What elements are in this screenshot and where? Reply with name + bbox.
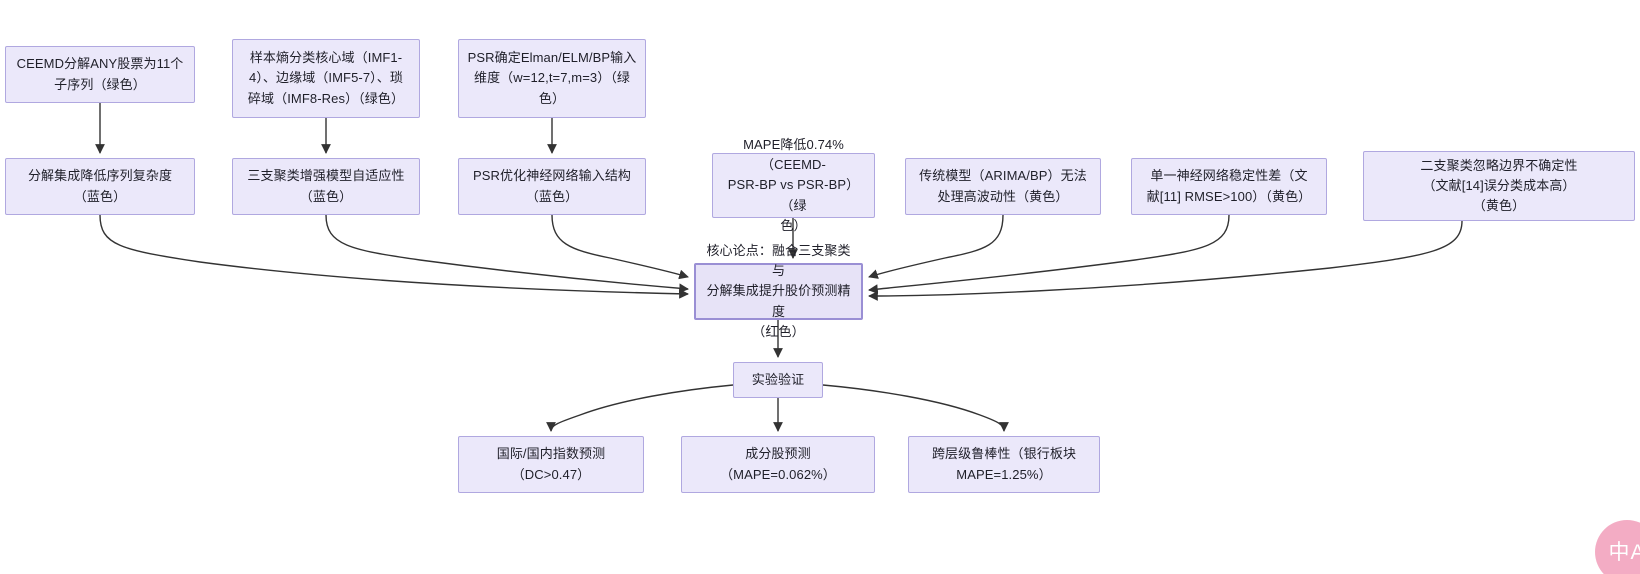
edge-twoway-to-core (868, 220, 1463, 301)
node-label: 二支聚类忽略边界不确定性 （文献[14]误分类成本高） （黄色） (1420, 157, 1578, 214)
node-gap-two-way-clustering[interactable]: 二支聚类忽略边界不确定性 （文献[14]误分类成本高） （黄色） (1363, 151, 1635, 221)
node-label: PSR优化神经网络输入结构 （蓝色） (472, 168, 632, 204)
node-label: 分解集成降低序列复杂度 （蓝色） (27, 168, 173, 204)
node-label: 单一神经网络稳定性差（文 献[11] RMSE>100）（黄色） (1146, 168, 1312, 204)
node-premise-ceemd[interactable]: CEEMD分解ANY股票为11个 子序列（绿色） (5, 46, 195, 103)
node-label: 样本熵分类核心域（IMF1- 4）、边缘域（IMF5-7）、琐 碎域（IMF8-… (247, 50, 405, 106)
node-gap-single-neural-network[interactable]: 单一神经网络稳定性差（文 献[11] RMSE>100）（黄色） (1131, 158, 1327, 215)
node-result-index-forecast[interactable]: 国际/国内指数预测 （DC>0.47） (458, 436, 644, 493)
node-label: 成分股预测 （MAPE=0.062%） (720, 446, 836, 482)
node-label: 核心论点：融合三支聚类与 分解集成提升股价预测精度 （红色） (706, 243, 851, 339)
edge-cluster-to-core (325, 214, 689, 294)
node-label: MAPE降低0.74%（CEEMD- PSR-BP vs PSR-BP）（绿 色… (727, 137, 860, 233)
edge-decomp-to-core (99, 214, 689, 299)
edge-singlenn-to-core (868, 214, 1230, 294)
node-experiment-validation[interactable]: 实验验证 (733, 362, 823, 398)
node-label: CEEMD分解ANY股票为11个 子序列（绿色） (16, 56, 184, 92)
node-gap-traditional-model[interactable]: 传统模型（ARIMA/BP）无法 处理高波动性（黄色） (905, 158, 1101, 215)
node-support-three-way-clustering[interactable]: 三支聚类增强模型自适应性 （蓝色） (232, 158, 420, 215)
node-core-claim[interactable]: 核心论点：融合三支聚类与 分解集成提升股价预测精度 （红色） (694, 243, 863, 339)
node-support-psr-structure[interactable]: PSR优化神经网络输入结构 （蓝色） (458, 158, 646, 215)
node-premise-sample-entropy[interactable]: 样本熵分类核心域（IMF1- 4）、边缘域（IMF5-7）、琐 碎域（IMF8-… (232, 39, 420, 118)
watermark-text: 中A (1608, 540, 1640, 564)
node-label: 实验验证 (751, 371, 805, 387)
node-support-decomposition[interactable]: 分解集成降低序列复杂度 （蓝色） (5, 158, 195, 215)
node-label: 国际/国内指数预测 （DC>0.47） (496, 446, 606, 482)
edge-experiment-to-robust (822, 384, 1009, 432)
node-evidence-mape[interactable]: MAPE降低0.74%（CEEMD- PSR-BP vs PSR-BP）（绿 色… (712, 137, 875, 233)
node-result-constituent-stock[interactable]: 成分股预测 （MAPE=0.062%） (681, 436, 875, 493)
node-label: 传统模型（ARIMA/BP）无法 处理高波动性（黄色） (919, 168, 1087, 204)
watermark-badge: 中A (1595, 520, 1640, 574)
node-label: PSR确定Elman/ELM/BP输入 维度（w=12,t=7,m=3）（绿 色… (467, 50, 637, 106)
edge-psropt-to-core (551, 214, 689, 280)
node-label: 三支聚类增强模型自适应性 （蓝色） (247, 168, 405, 204)
node-premise-psr-dimension[interactable]: PSR确定Elman/ELM/BP输入 维度（w=12,t=7,m=3）（绿 色… (458, 39, 646, 118)
node-result-cross-level-robustness[interactable]: 跨层级鲁棒性（银行板块 MAPE=1.25%） (908, 436, 1100, 493)
node-label: 跨层级鲁棒性（银行板块 MAPE=1.25%） (931, 446, 1077, 482)
edge-traditional-to-core (868, 214, 1004, 279)
edge-experiment-to-index (546, 384, 734, 432)
